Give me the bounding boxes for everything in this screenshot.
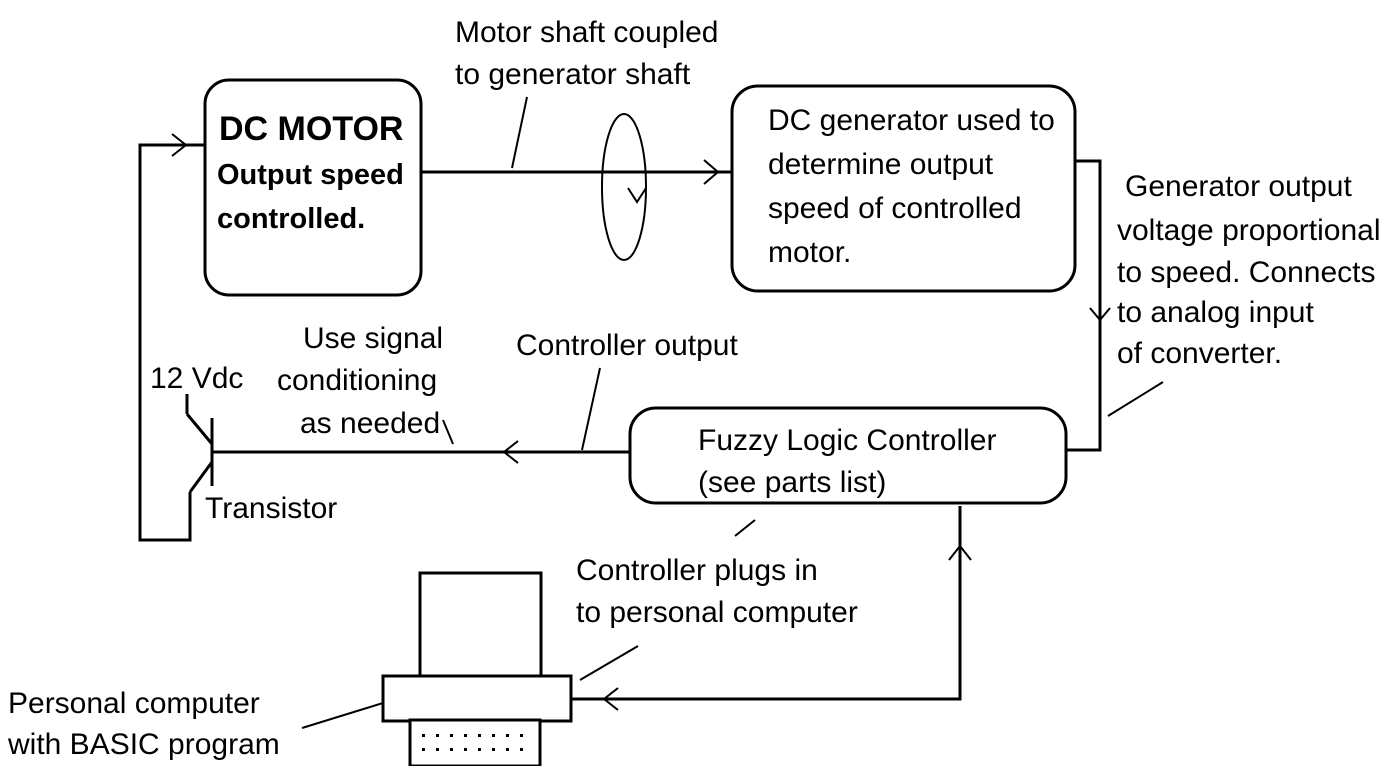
dc-generator-line3: speed of controlled bbox=[768, 192, 1022, 225]
generator-output-label-line4: to analog input bbox=[1117, 296, 1314, 329]
controller-output-wire bbox=[212, 367, 630, 464]
computer-link-arrowhead-left bbox=[602, 687, 619, 711]
generator-output-wire bbox=[1066, 159, 1164, 452]
motor-shaft bbox=[421, 96, 732, 261]
computer-keyboard bbox=[408, 718, 542, 766]
dc-motor-title: DC MOTOR bbox=[219, 110, 403, 148]
signal-label-line2: conditioning bbox=[277, 364, 437, 397]
plugs-label-line2: to personal computer bbox=[576, 596, 858, 629]
generator-output-label-line3: to speed. Connects bbox=[1117, 256, 1376, 289]
motor-input-arrowhead bbox=[171, 133, 188, 157]
computer-label-line2: with BASIC program bbox=[7, 728, 280, 761]
shaft-label-leader bbox=[511, 96, 528, 169]
dc-generator-block: DC generator used to determine output sp… bbox=[730, 84, 1077, 293]
personal-computer-icon bbox=[301, 571, 573, 766]
computer-monitor bbox=[418, 571, 543, 678]
generator-output-label-line1: Generator output bbox=[1125, 170, 1352, 203]
shaft-label-line2: to generator shaft bbox=[455, 58, 691, 91]
keyboard-keys bbox=[422, 734, 523, 751]
controller-output-arrowhead bbox=[502, 440, 519, 464]
generator-output-leader bbox=[1107, 381, 1164, 417]
dc-motor-box bbox=[203, 78, 423, 297]
signal-label-line3: as needed bbox=[300, 407, 440, 440]
transistor-to-motor-line bbox=[138, 143, 205, 542]
fuzzy-logic-controller-box bbox=[628, 406, 1068, 505]
shaft-label-line1: Motor shaft coupled bbox=[455, 16, 718, 49]
transistor-symbol bbox=[138, 133, 214, 542]
dc-generator-line4: motor. bbox=[768, 236, 851, 269]
generator-output-arrowhead bbox=[1089, 307, 1111, 322]
computer-label-leader bbox=[301, 702, 384, 729]
computer-to-controller-line bbox=[571, 506, 962, 701]
generator-output-label-line2: voltage proportional bbox=[1117, 214, 1381, 247]
fuzzy-logic-controller-block: Fuzzy Logic Controller (see parts list) bbox=[628, 406, 1068, 505]
generator-to-controller-line bbox=[1066, 159, 1102, 452]
computer-label-line1: Personal computer bbox=[8, 687, 260, 720]
transistor-emitter bbox=[188, 461, 214, 493]
supply-label: 12 Vdc bbox=[150, 362, 243, 395]
signal-label-line1: Use signal bbox=[303, 322, 443, 355]
dc-motor-line1: Output speed bbox=[217, 159, 404, 191]
controller-output-leader bbox=[581, 367, 601, 451]
plugs-label-line1: Controller plugs in bbox=[576, 554, 818, 587]
controller-plugs-leader bbox=[734, 519, 756, 537]
rotation-arrowhead bbox=[627, 187, 647, 204]
transistor-collector bbox=[185, 413, 214, 445]
computer-link-arrowhead-up bbox=[948, 544, 972, 561]
dc-generator-line1: DC generator used to bbox=[768, 104, 1055, 137]
shaft-arrowhead bbox=[703, 159, 720, 185]
controller-computer-link bbox=[571, 506, 972, 711]
dc-motor-block: DC MOTOR Output speed controlled. bbox=[203, 78, 423, 297]
transistor-label: Transistor bbox=[205, 492, 337, 525]
dc-generator-box bbox=[730, 84, 1077, 293]
controller-output-label: Controller output bbox=[516, 329, 738, 362]
dc-generator-line2: determine output bbox=[768, 148, 994, 181]
generator-output-label-line5: of converter. bbox=[1117, 337, 1282, 370]
controller-line2: (see parts list) bbox=[698, 466, 886, 499]
dc-motor-line2: controlled. bbox=[217, 203, 365, 235]
shaft-rotation-ellipse bbox=[601, 113, 647, 261]
computer-base-unit bbox=[381, 674, 573, 723]
controller-line1: Fuzzy Logic Controller bbox=[698, 424, 996, 457]
signal-conditioning-leader bbox=[442, 419, 454, 445]
computer-plug-leader bbox=[579, 645, 639, 681]
